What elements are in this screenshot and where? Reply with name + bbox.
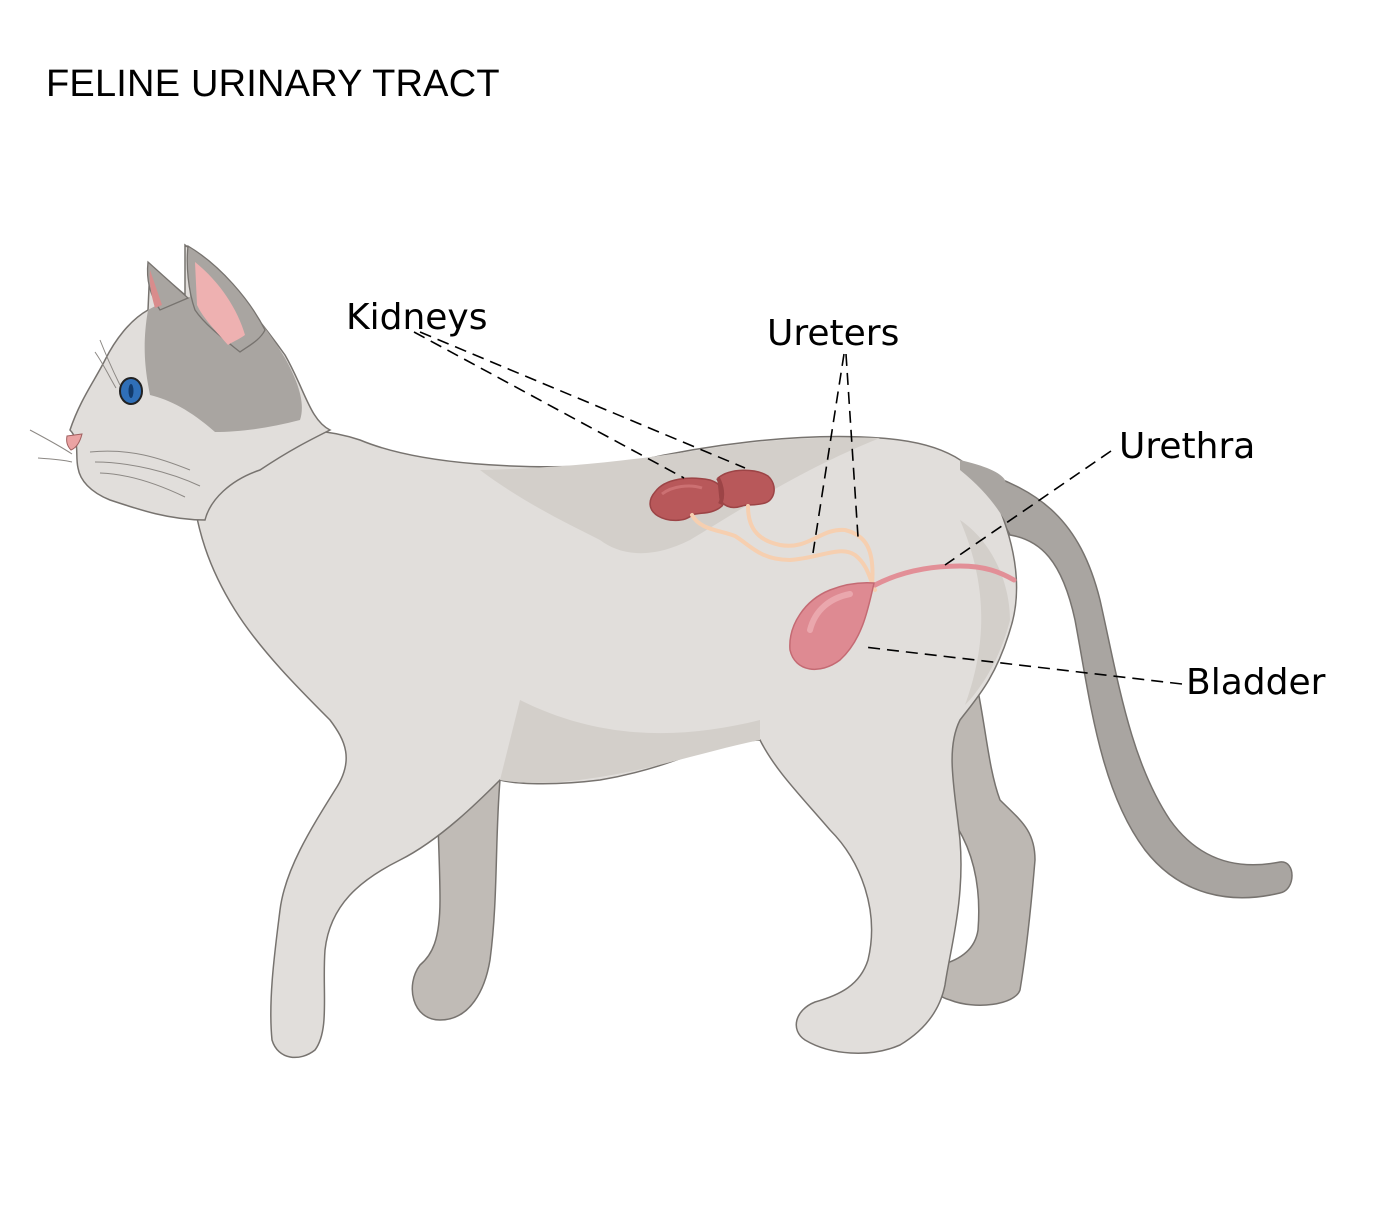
leader-line-kidneys-right: [419, 331, 746, 469]
cat-body: [189, 429, 1018, 1059]
leader-line-urethra: [944, 450, 1112, 566]
urethra: [872, 563, 1017, 588]
cat-head: [29, 243, 332, 521]
leader-line-bladder: [863, 646, 1183, 685]
ureters: [690, 504, 877, 592]
diagram-title: FELINE URINARY TRACT: [46, 63, 500, 105]
cat-nose: [66, 433, 83, 451]
leader-line-ureters-left: [812, 353, 845, 554]
leader-line-kidneys-left: [413, 331, 685, 479]
cat-whiskers: [29, 339, 201, 498]
cat-back-leg-far: [930, 639, 1036, 1006]
cat-front-leg-far: [411, 758, 501, 1021]
label-urethra: Urethra: [1119, 426, 1256, 467]
label-ureters: Ureters: [767, 313, 900, 354]
leader-line-ureters-right: [845, 353, 859, 538]
bladder: [789, 582, 875, 670]
leader-lines: [413, 331, 1183, 685]
label-kidneys: Kidneys: [346, 297, 488, 338]
kidneys: [649, 469, 775, 522]
label-bladder: Bladder: [1186, 662, 1326, 703]
